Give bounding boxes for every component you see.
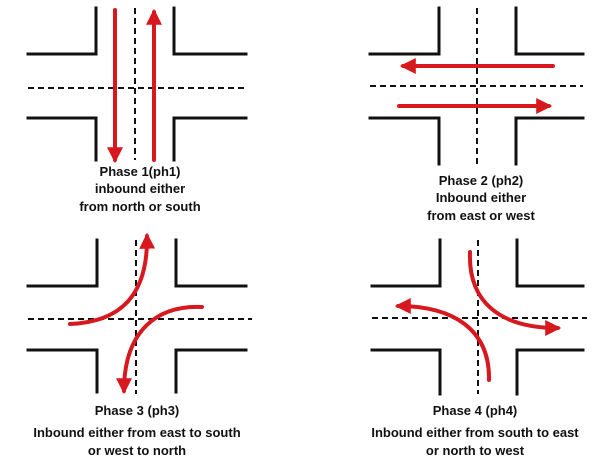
phase-4-line-2: or north to west (426, 443, 525, 458)
road-edge (174, 348, 248, 394)
phase-4-caption: Phase 4 (ph4) Inbound either from south … (371, 403, 579, 458)
phase-1-caption: Phase 1(ph1) inbound either from north o… (79, 164, 200, 214)
road-edge (515, 238, 585, 288)
north-to-east-arrow (467, 250, 562, 336)
phase-2-intersection (368, 6, 585, 166)
phase-1-line-2: from north or south (79, 199, 200, 214)
phase-2-caption: Phase 2 (ph2) Inbound either from east o… (427, 173, 535, 223)
south-to-west-arrow (394, 298, 492, 382)
phase-4-line-1: Inbound either from south to east (371, 425, 579, 440)
road-edge (514, 116, 585, 166)
road-edge (26, 238, 99, 288)
phase-1-title: Phase 1(ph1) (100, 164, 181, 179)
phase-1-line-1: inbound either (95, 181, 185, 196)
road-edge (370, 348, 442, 396)
road-edge (514, 6, 585, 56)
phase-3-caption: Phase 3 (ph3) Inbound either from east t… (33, 403, 240, 458)
phase-3-title: Phase 3 (ph3) (95, 403, 180, 418)
phase-1-intersection (26, 6, 248, 164)
phase-3-line-2: or west to north (88, 443, 186, 458)
phase-2-line-1: Inbound either (436, 190, 526, 205)
road-edge (515, 348, 585, 396)
phase-3-intersection (26, 232, 252, 395)
road-edge (368, 6, 441, 56)
road-edge (26, 348, 99, 394)
east-to-south-arrow (116, 304, 204, 395)
phase-3-line-1: Inbound either from east to south (33, 425, 240, 440)
road-edge (172, 6, 248, 56)
road-edge (174, 238, 248, 288)
phase-4-intersection (370, 238, 587, 396)
road-edge (26, 6, 98, 56)
road-edge (26, 116, 98, 162)
road-edge (172, 116, 248, 162)
west-to-north-arrow (68, 232, 156, 326)
phase-4-title: Phase 4 (ph4) (433, 403, 518, 418)
phase-2-title: Phase 2 (ph2) (439, 173, 524, 188)
road-edge (370, 238, 442, 288)
phase-2-line-2: from east or west (427, 208, 535, 223)
road-edge (368, 116, 441, 166)
